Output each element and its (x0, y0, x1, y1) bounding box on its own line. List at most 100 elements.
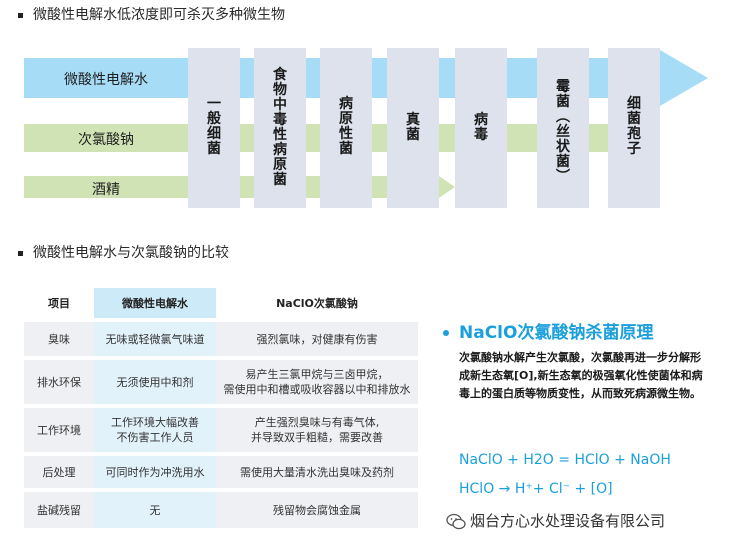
table-row: 盐碱残留 无 残留物会腐蚀金属 (24, 492, 418, 528)
cell-line: 强烈氯味，对健康有伤害 (256, 332, 378, 346)
column-label-char: 性 (273, 127, 287, 143)
bullet-icon (18, 250, 23, 256)
cell-line: 可同时作为冲洗用水 (105, 465, 205, 479)
cell-line: 工作环境大幅改善 (111, 416, 199, 429)
column-label-char: 细 (207, 126, 221, 142)
column-label-char: 毒 (474, 127, 488, 143)
column-label: 病原性菌 (320, 97, 372, 157)
cell-line: 产生强烈臭味与有毒气体, (254, 416, 380, 429)
watermark: 烟台方心水处理设备有限公司 (446, 510, 665, 531)
column-label-char: 菌 (406, 127, 420, 143)
column-foodborne-pathogen: 食物中毒性病原菌 (254, 48, 306, 208)
column-general-bacteria: 一般细菌 (188, 48, 240, 208)
column-label: 细菌孢子 (608, 97, 660, 157)
cell-item: 盐碱残留 (24, 492, 94, 528)
column-label-char: 菌 (556, 94, 570, 110)
column-label-char: 原 (339, 111, 353, 127)
column-label-char: 菌 (339, 141, 353, 157)
arrow-label-sodium-hypochlorite: 次氯酸钠 (78, 132, 134, 148)
equation-2: HClO → H⁺+ Cl⁻ + [O] (459, 481, 613, 497)
section-title-microbes: 微酸性电解水低浓度即可杀灭多种微生物 (18, 4, 285, 24)
column-label: 霉菌︵丝状菌︶ (537, 80, 589, 185)
column-label-char: ︵ (556, 109, 570, 125)
row-gap (24, 404, 418, 408)
column-label-char: 菌 (207, 141, 221, 157)
column-label-char: 病 (339, 96, 353, 112)
column-label-char: 食 (273, 67, 287, 83)
bullet-icon (18, 12, 23, 18)
table-header-row: 项目 微酸性电解水 NaClO次氯酸钠 (24, 288, 418, 318)
cell-line: 工作环境 (37, 423, 81, 437)
arrow-label-electrolyzed-water: 微酸性电解水 (64, 72, 148, 88)
wechat-icon (446, 513, 466, 529)
column-label-char: 孢 (627, 126, 641, 142)
column-virus: 病毒 (455, 48, 507, 208)
principle-title-text: NaClO次氯酸钠杀菌原理 (459, 323, 654, 343)
column-label-char: 病 (273, 142, 287, 158)
cell-electrolyzed-water: 工作环境大幅改善不伤害工作人员 (94, 408, 216, 452)
column-label-char: 物 (273, 82, 287, 98)
column-label-char: 丝 (556, 124, 570, 140)
column-label: 病毒 (455, 113, 507, 143)
column-label-char: 原 (273, 157, 287, 173)
column-label: 真菌 (387, 113, 439, 143)
column-label-char: 状 (556, 139, 570, 155)
cell-line: 无 (149, 503, 161, 517)
cell-item: 排水环保 (24, 360, 94, 404)
cell-line: 排水环保 (37, 375, 81, 389)
column-label-char: 菌 (273, 172, 287, 188)
cell-electrolyzed-water: 无须使用中和剂 (94, 360, 216, 404)
table-row: 工作环境工作环境大幅改善不伤害工作人员产生强烈臭味与有毒气体,并导致双手粗糙，需… (24, 408, 418, 452)
column-label-char: 真 (406, 112, 420, 128)
cell-naclo: 易产生三氯甲烷与三卤甲烷， 需使用中和槽或吸收容器以中和排放水 (216, 360, 418, 404)
cell-line: 无味或轻微氯气味道 (105, 332, 205, 346)
column-label-char: 毒 (273, 112, 287, 128)
column-label-char: 菌 (627, 111, 641, 127)
column-label: 食物中毒性病原菌 (254, 68, 306, 188)
column-mold: 霉菌︵丝状菌︶ (537, 48, 589, 208)
cell-line: 易产生三氯甲烷与三卤甲烷， (245, 368, 389, 381)
column-label-char: 子 (627, 141, 641, 157)
section-title-text: 微酸性电解水与次氯酸钠的比较 (33, 245, 229, 261)
cell-electrolyzed-water: 可同时作为冲洗用水 (94, 456, 216, 488)
column-label: 一般细菌 (188, 97, 240, 157)
watermark-text: 烟台方心水处理设备有限公司 (470, 512, 666, 530)
cell-line: 需使用中和槽或吸收容器以中和排放水 (223, 383, 411, 396)
cell-naclo: 强烈氯味，对健康有伤害 (216, 322, 418, 356)
cell-line: 需使用大量清水洗出臭味及药剂 (240, 465, 394, 479)
cell-line: 臭味 (48, 332, 70, 346)
section-title-comparison: 微酸性电解水与次氯酸钠的比较 (18, 242, 229, 262)
cell-naclo: 残留物会腐蚀金属 (216, 492, 418, 528)
header-electrolyzed-water: 微酸性电解水 (94, 288, 216, 318)
header-naclo: NaClO次氯酸钠 (216, 288, 418, 318)
cell-item: 后处理 (24, 456, 94, 488)
column-bacterial-spores: 细菌孢子 (608, 48, 660, 208)
section-title-text: 微酸性电解水低浓度即可杀灭多种微生物 (33, 7, 285, 23)
cell-line: 不伤害工作人员 (116, 431, 194, 444)
column-label-char: ︶ (556, 169, 570, 185)
principle-text: 次氯酸钠水解产生次氯酸，次氯酸再进一步分解形成新生态氧[O],新生态氧的极强氧化… (459, 351, 703, 400)
row-gap (24, 488, 418, 492)
cell-item: 工作环境 (24, 408, 94, 452)
column-pathogenic-bacteria: 病原性菌 (320, 48, 372, 208)
cell-item: 臭味 (24, 322, 94, 356)
column-label-char: 中 (273, 97, 287, 113)
cell-line: 后处理 (42, 465, 76, 479)
row-gap (24, 452, 418, 456)
column-label-char: 性 (339, 126, 353, 142)
cell-electrolyzed-water: 无 (94, 492, 216, 528)
column-fungi: 真菌 (387, 48, 439, 208)
principle-title: NaClO次氯酸钠杀菌原理 (443, 318, 653, 343)
cell-electrolyzed-water: 无味或轻微氯气味道 (94, 322, 216, 356)
arrow-label-alcohol: 酒精 (92, 182, 120, 198)
table-row: 后处理 可同时作为冲洗用水 需使用大量清水洗出臭味及药剂 (24, 456, 418, 488)
column-label-char: 一 (207, 96, 221, 112)
table-row: 臭味 无味或轻微氯气味道 强烈氯味，对健康有伤害 (24, 322, 418, 356)
column-label-char: 菌 (556, 154, 570, 170)
cell-line: 并导致双手粗糙，需要改善 (251, 431, 383, 444)
column-label-char: 般 (207, 111, 221, 127)
bullet-dot-icon (443, 330, 449, 336)
column-label-char: 细 (627, 96, 641, 112)
cell-line: 无须使用中和剂 (116, 375, 194, 389)
cell-naclo: 产生强烈臭味与有毒气体, 并导致双手粗糙，需要改善 (216, 408, 418, 452)
